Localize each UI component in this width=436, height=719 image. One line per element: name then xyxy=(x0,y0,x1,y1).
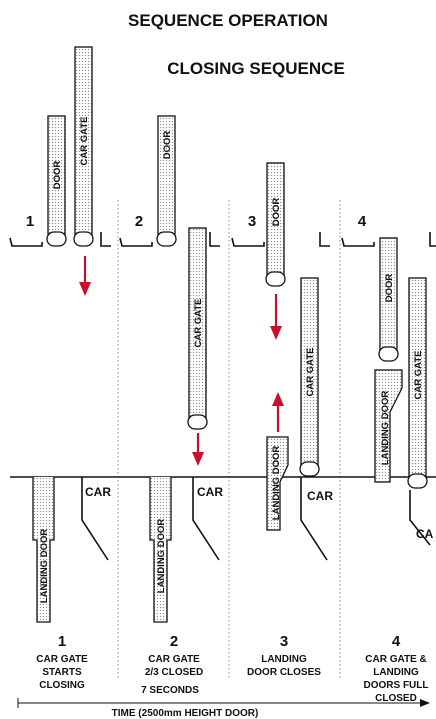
car-wall xyxy=(409,490,431,546)
step-1-caption-line-2: STARTS xyxy=(42,667,82,678)
step-1-caption-number: 1 xyxy=(58,633,66,650)
car-wall xyxy=(192,477,220,561)
car-wall xyxy=(81,477,109,561)
car-gate-roller xyxy=(407,473,428,489)
timeline-duration: 7 SECONDS xyxy=(141,685,199,696)
car-gate-arrow xyxy=(192,433,204,466)
step-2-caption-number: 2 xyxy=(170,633,178,650)
door-label: DOOR xyxy=(162,131,173,160)
door-roller xyxy=(265,271,286,287)
landing-door-panel xyxy=(149,477,172,623)
door-roller xyxy=(46,231,67,247)
step-4-caption-line-4: CLOSED xyxy=(375,693,417,704)
step-2-panel: 2 DOOR CAR GATE LANDING DOOR CAR 2 CAR G… xyxy=(119,115,223,678)
door-roller xyxy=(156,231,177,247)
step-1-panel: 1 DOOR CAR GATE LANDING DOOR CAR 1 CAR G… xyxy=(9,46,111,691)
column-dividers xyxy=(117,200,341,680)
car-label: CAR xyxy=(197,485,223,499)
step-1-caption-line-3: CLOSING xyxy=(39,680,85,691)
car-label: CA xyxy=(416,527,434,541)
car-gate-roller xyxy=(299,461,320,477)
page-title: SEQUENCE OPERATION xyxy=(128,11,328,30)
step-1-number: 1 xyxy=(26,213,34,230)
door-arrow-down xyxy=(270,294,282,340)
step-3-number: 3 xyxy=(248,213,256,230)
car-gate-label: CAR GATE xyxy=(305,348,316,397)
landing-door-panel xyxy=(32,477,55,623)
door-label: DOOR xyxy=(271,198,282,227)
step-3-caption-number: 3 xyxy=(280,633,288,650)
car-label: CAR xyxy=(85,485,111,499)
door-label: DOOR xyxy=(52,161,63,190)
landing-door-label: LANDING DOOR xyxy=(271,446,282,521)
car-wall xyxy=(300,477,328,561)
step-4-caption-number: 4 xyxy=(392,633,401,650)
step-1-caption-line-1: CAR GATE xyxy=(36,654,88,665)
step-4-caption-line-3: DOORS FULL xyxy=(364,680,429,691)
step-3-caption-line-2: DOOR CLOSES xyxy=(247,667,321,678)
step-2-number: 2 xyxy=(135,213,143,230)
step-3-caption-line-1: LANDING xyxy=(261,654,307,665)
door-label: DOOR xyxy=(384,274,395,303)
car-gate-label: CAR GATE xyxy=(79,117,90,166)
step-4-number: 4 xyxy=(358,213,367,230)
timeline-caption: TIME (2500mm HEIGHT DOOR) xyxy=(112,708,259,719)
car-gate-roller xyxy=(73,231,94,247)
timeline-arrow-head xyxy=(420,699,430,707)
page-subtitle: CLOSING SEQUENCE xyxy=(167,59,345,78)
car-sill xyxy=(9,237,43,247)
timeline: 7 SECONDS TIME (2500mm HEIGHT DOOR) xyxy=(17,685,430,719)
landing-door-panel xyxy=(266,436,289,531)
step-4-caption-line-1: CAR GATE & xyxy=(365,654,426,665)
gate-stop xyxy=(209,232,220,247)
step-4-caption-line-2: LANDING xyxy=(373,667,419,678)
landing-door-label: LANDING DOOR xyxy=(39,529,50,604)
gate-stop xyxy=(429,232,436,247)
landing-door-label: LANDING DOOR xyxy=(156,519,167,594)
step-2-caption-line-1: CAR GATE xyxy=(148,654,200,665)
gate-stop xyxy=(319,232,330,247)
car-gate-label: CAR GATE xyxy=(413,351,424,400)
car-label: CAR xyxy=(307,489,333,503)
landing-door-label: LANDING DOOR xyxy=(380,391,391,466)
step-4-panel: 4 DOOR CAR GATE LANDING DOOR CA 4 CAR GA… xyxy=(341,213,436,704)
step-2-caption-line-2: 2/3 CLOSED xyxy=(145,667,203,678)
step-3-panel: 3 DOOR CAR GATE LANDING DOOR CAR 3 LANDI… xyxy=(231,162,333,678)
landing-door-arrow-up xyxy=(272,392,284,432)
car-sill xyxy=(119,237,153,247)
car-sill xyxy=(231,237,265,247)
door-roller xyxy=(378,346,399,362)
car-sill xyxy=(341,237,375,247)
car-gate-label: CAR GATE xyxy=(193,299,204,348)
landing-door-panel xyxy=(374,369,403,483)
car-gate-roller xyxy=(187,414,208,430)
gate-stop xyxy=(100,232,111,247)
car-gate-arrow xyxy=(79,256,91,296)
